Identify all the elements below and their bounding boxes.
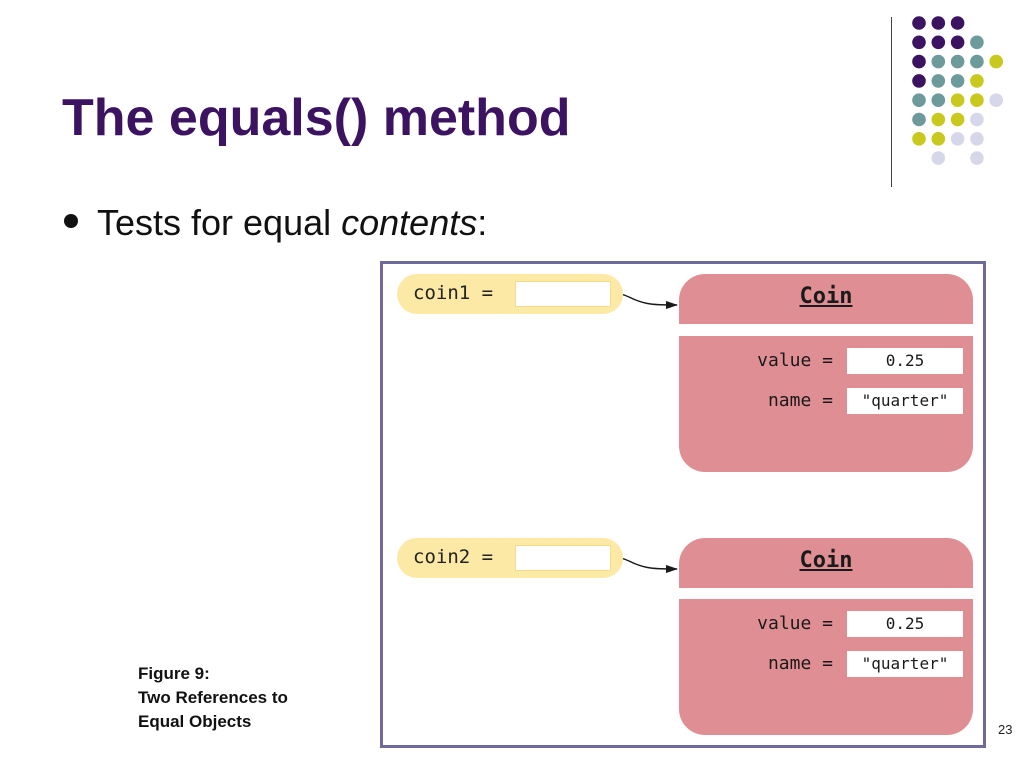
decorative-dot <box>931 93 946 107</box>
field-label-name: name = <box>767 653 833 674</box>
object-header: Coin <box>679 538 973 588</box>
caption-line: Two References to <box>138 688 288 707</box>
decorative-dot <box>950 54 965 69</box>
object-body: value = 0.25 name = "quarter" <box>679 599 973 735</box>
decorative-dot <box>950 132 965 146</box>
decorative-dot <box>970 74 984 88</box>
reference-coin1: coin1 = <box>397 274 623 314</box>
decorative-dot <box>931 35 946 50</box>
decorative-dot <box>931 54 946 69</box>
decorative-dot <box>989 93 1003 107</box>
decorative-dot <box>931 151 946 165</box>
decorative-dot-grid <box>912 16 1003 165</box>
decorative-dot <box>970 151 984 165</box>
decorative-dot <box>950 74 965 88</box>
field-label-value: value = <box>757 350 833 371</box>
decorative-dot <box>931 132 946 146</box>
field-value-box: 0.25 <box>847 611 963 637</box>
object-reference-figure: coin1 = Coin value = 0.25 name = "quarte… <box>380 261 986 748</box>
field-label-value: value = <box>757 613 833 634</box>
decorative-dot <box>989 54 1003 69</box>
decorative-dot <box>912 74 926 88</box>
figure-caption: Figure 9: Two References to Equal Object… <box>138 662 288 734</box>
caption-line: Equal Objects <box>138 712 252 731</box>
field-label-name: name = <box>767 390 833 411</box>
reference-label: coin2 = <box>413 546 494 568</box>
bullet-item: Tests for equal contents: <box>64 202 487 244</box>
decorative-dot <box>970 93 984 107</box>
reference-slot <box>515 281 611 307</box>
field-name-box: "quarter" <box>847 651 963 677</box>
bullet-text: Tests for equal <box>97 202 342 243</box>
reference-coin2: coin2 = <box>397 538 623 578</box>
object-class-name: Coin <box>799 548 853 573</box>
decorative-dot <box>931 74 946 88</box>
reference-slot <box>515 545 611 571</box>
decorative-dot <box>950 35 965 50</box>
bullet-emphasis: contents <box>341 202 478 243</box>
reference-label: coin1 = <box>413 282 494 304</box>
bullet-text-end: : <box>477 202 488 243</box>
decorative-dot <box>970 112 984 127</box>
object-class-name: Coin <box>799 284 853 309</box>
decorative-dot <box>950 16 965 30</box>
decorative-dot <box>912 35 926 50</box>
bullet-dot-icon <box>64 214 78 229</box>
decorative-dot <box>912 112 926 127</box>
decorative-dot <box>970 132 984 146</box>
page-number: 23 <box>998 722 1013 737</box>
caption-line: Figure 9: <box>138 664 210 683</box>
slide-title: The equals() method <box>62 89 571 147</box>
title-divider-line <box>891 17 892 187</box>
field-value-box: 0.25 <box>847 348 963 374</box>
decorative-dot <box>950 93 965 107</box>
decorative-dot <box>912 132 926 146</box>
field-name-box: "quarter" <box>847 388 963 414</box>
decorative-dot <box>912 93 926 107</box>
object-header: Coin <box>679 274 973 324</box>
decorative-dot <box>931 16 946 30</box>
decorative-dot <box>970 54 984 69</box>
decorative-dot <box>912 54 926 69</box>
decorative-dot <box>931 112 946 127</box>
object-body: value = 0.25 name = "quarter" <box>679 336 973 472</box>
decorative-dot <box>912 16 926 30</box>
decorative-dot <box>970 35 984 50</box>
decorative-dot <box>950 112 965 127</box>
